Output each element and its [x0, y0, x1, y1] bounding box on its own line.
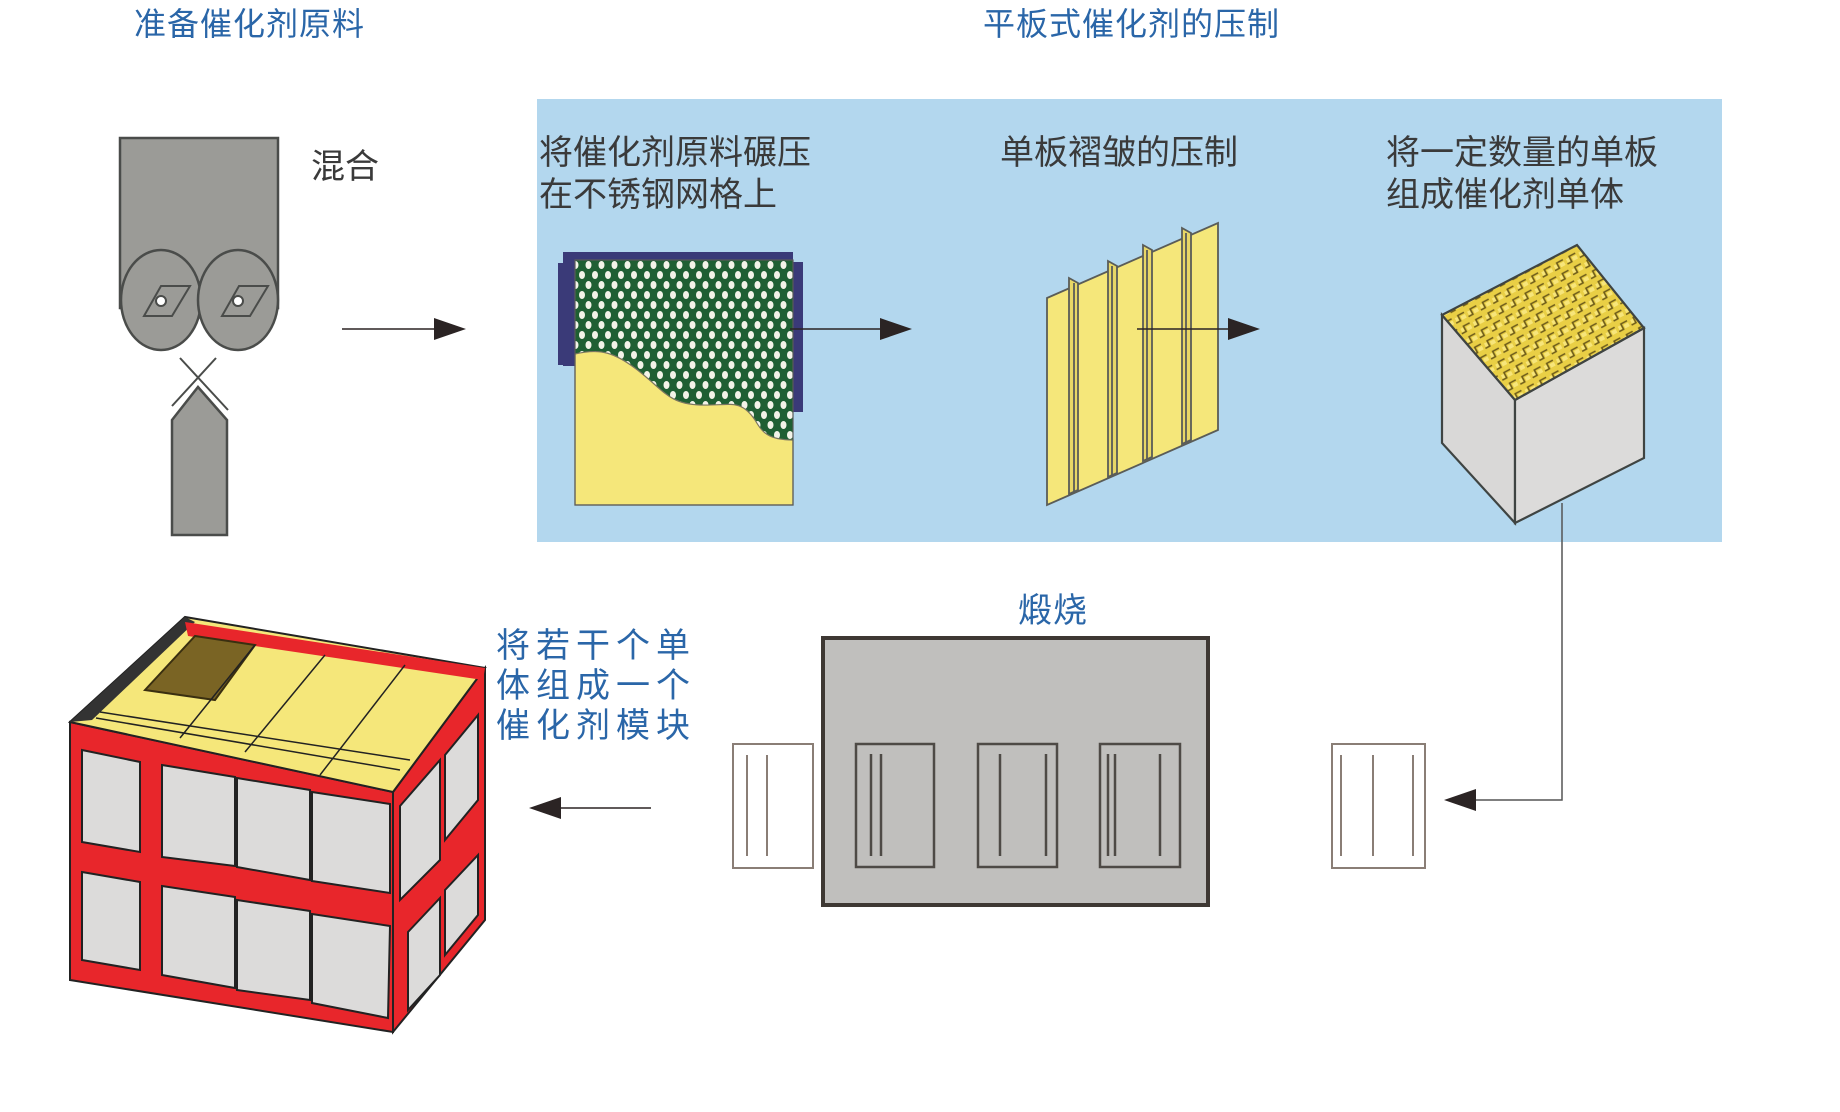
section-title-plate-pressing: 平板式催化剂的压制 [983, 5, 1281, 43]
arrow-left-icon [1444, 503, 1563, 811]
step-label-calcination: 煅烧 [1018, 591, 1088, 631]
arrow-right-icon [1137, 318, 1260, 340]
corrugated-plate-icon [1046, 221, 1219, 507]
arrow-left-icon [529, 797, 651, 819]
furnace-icon [732, 636, 1426, 907]
arrow-right-icon [790, 318, 912, 340]
step-label-assemble-unit: 将一定数量的单板 组成催化剂单体 [1386, 133, 1658, 215]
catalyst-unit-icon [1440, 243, 1646, 526]
step-label-corrugate: 单板褶皱的压制 [1000, 133, 1238, 173]
catalyst-module-icon [67, 615, 487, 1035]
section-title-prepare-materials: 准备催化剂原料 [134, 5, 366, 43]
arrow-right-icon [342, 318, 466, 340]
mesh-sheet-icon [558, 252, 803, 506]
step-label-mixing: 混合 [311, 147, 379, 187]
step-label-roll-onto-mesh: 将催化剂原料碾压 在不锈钢网格上 [539, 133, 811, 215]
step-label-assemble-module: 将若干个单 体组成一个 催化剂模块 [496, 626, 696, 746]
mixer-icon [118, 136, 280, 537]
